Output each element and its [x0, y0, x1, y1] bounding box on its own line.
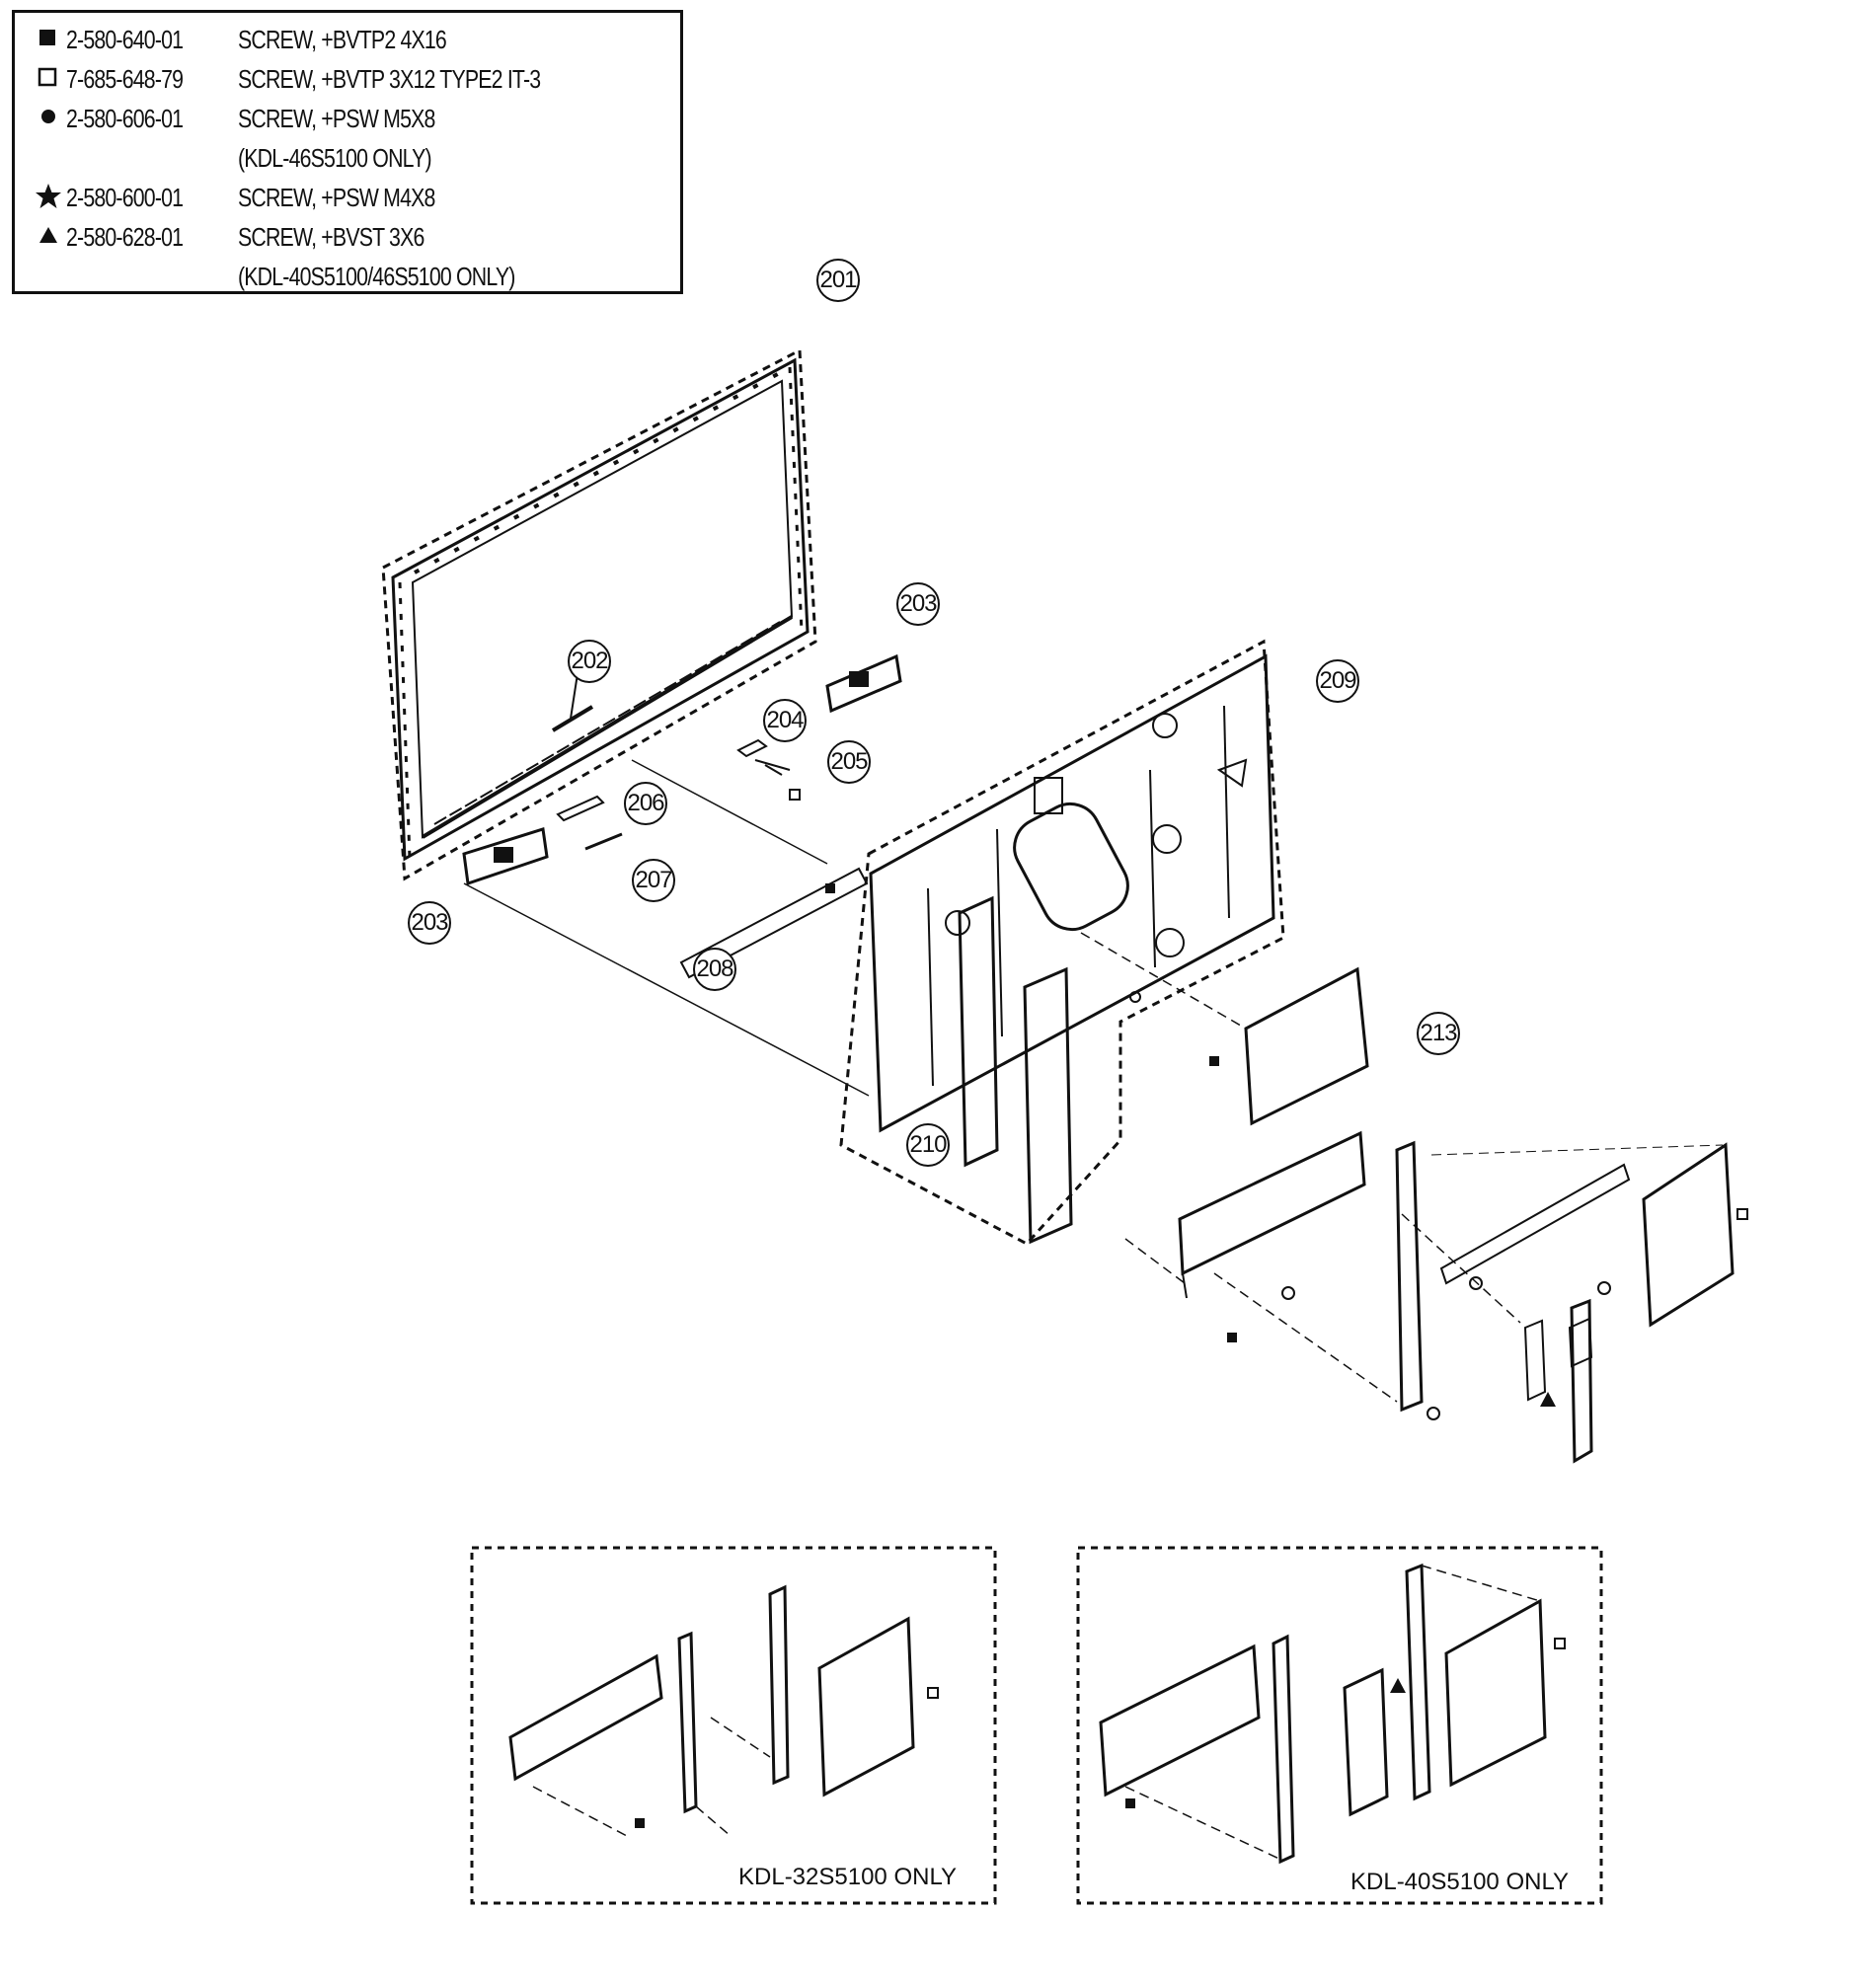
legend-row: 2-580-640-01 SCREW, +BVTP2 4X16 — [15, 21, 680, 60]
legend-description: SCREW, +BVST 3X6 — [238, 222, 424, 252]
parts-204-205 — [736, 738, 801, 801]
callout-208: 208 — [693, 948, 736, 991]
screw-legend: 2-580-640-01 SCREW, +BVTP2 4X16 7-685-648-… — [12, 10, 683, 294]
open-square-icon — [38, 67, 57, 87]
callout-205: 205 — [827, 740, 871, 784]
callout-206: 206 — [624, 782, 667, 825]
legend-row: 2-580-606-01 SCREW, +PSW M5X8 — [15, 100, 680, 139]
legend-description: SCREW, +PSW M5X8 — [238, 104, 435, 133]
legend-description: SCREW, +BVTP 3X12 TYPE2 IT-3 — [238, 64, 541, 94]
legend-row: 7-685-648-79 SCREW, +BVTP 3X12 TYPE2 IT-3 — [15, 60, 680, 100]
triangle-icon — [39, 227, 57, 243]
bottom-brackets — [1124, 1130, 1748, 1464]
callout-209: 209 — [1316, 659, 1359, 703]
callout-207: 207 — [632, 859, 675, 902]
chassis-screws — [825, 883, 1219, 1066]
legend-row: (KDL-46S5100 ONLY) — [15, 139, 680, 179]
legend-row: (KDL-40S5100/46S5100 ONLY) — [15, 258, 680, 297]
legend-description: (KDL-46S5100 ONLY) — [238, 143, 432, 173]
legend-row: 2-580-628-01 SCREW, +BVST 3X6 — [15, 218, 680, 258]
star-icon — [36, 184, 61, 208]
callout-203: 203 — [896, 582, 940, 626]
variant-box-left — [470, 1546, 997, 1905]
legend-part-number: 2-580-600-01 — [66, 183, 184, 212]
filled-circle-icon — [41, 110, 55, 123]
legend-description: SCREW, +BVTP2 4X16 — [238, 25, 447, 54]
variant-box-right — [1076, 1546, 1603, 1905]
callout-213: 213 — [1417, 1012, 1460, 1055]
legend-description: (KDL-40S5100/46S5100 ONLY) — [238, 262, 515, 291]
legend-row: 2-580-600-01 SCREW, +PSW M4X8 — [15, 179, 680, 218]
legend-part-number: 7-685-648-79 — [66, 64, 184, 94]
leader-line — [463, 882, 870, 1097]
callout-204: 204 — [763, 699, 807, 742]
legend-part-number: 2-580-640-01 — [66, 25, 184, 54]
board-213 — [1080, 932, 1369, 1126]
legend-description: SCREW, +PSW M4X8 — [238, 183, 435, 212]
speaker-203-left — [462, 827, 549, 886]
legend-part-number: 2-580-628-01 — [66, 222, 184, 252]
callout-202: 202 — [568, 640, 611, 683]
variant-label-right: KDL-40S5100 ONLY — [1350, 1869, 1570, 1895]
callout-210: 210 — [906, 1123, 950, 1167]
legend-part-number: 2-580-606-01 — [66, 104, 184, 133]
parts-206-207 — [556, 795, 623, 851]
callout-201: 201 — [816, 259, 860, 302]
chassis-group-209 — [839, 639, 1285, 1246]
board-210 — [958, 895, 1073, 1245]
speaker-203-right — [825, 653, 902, 714]
filled-square-icon — [39, 30, 55, 45]
callout-203: 203 — [408, 901, 451, 945]
variant-label-left: KDL-32S5100 ONLY — [738, 1864, 958, 1890]
